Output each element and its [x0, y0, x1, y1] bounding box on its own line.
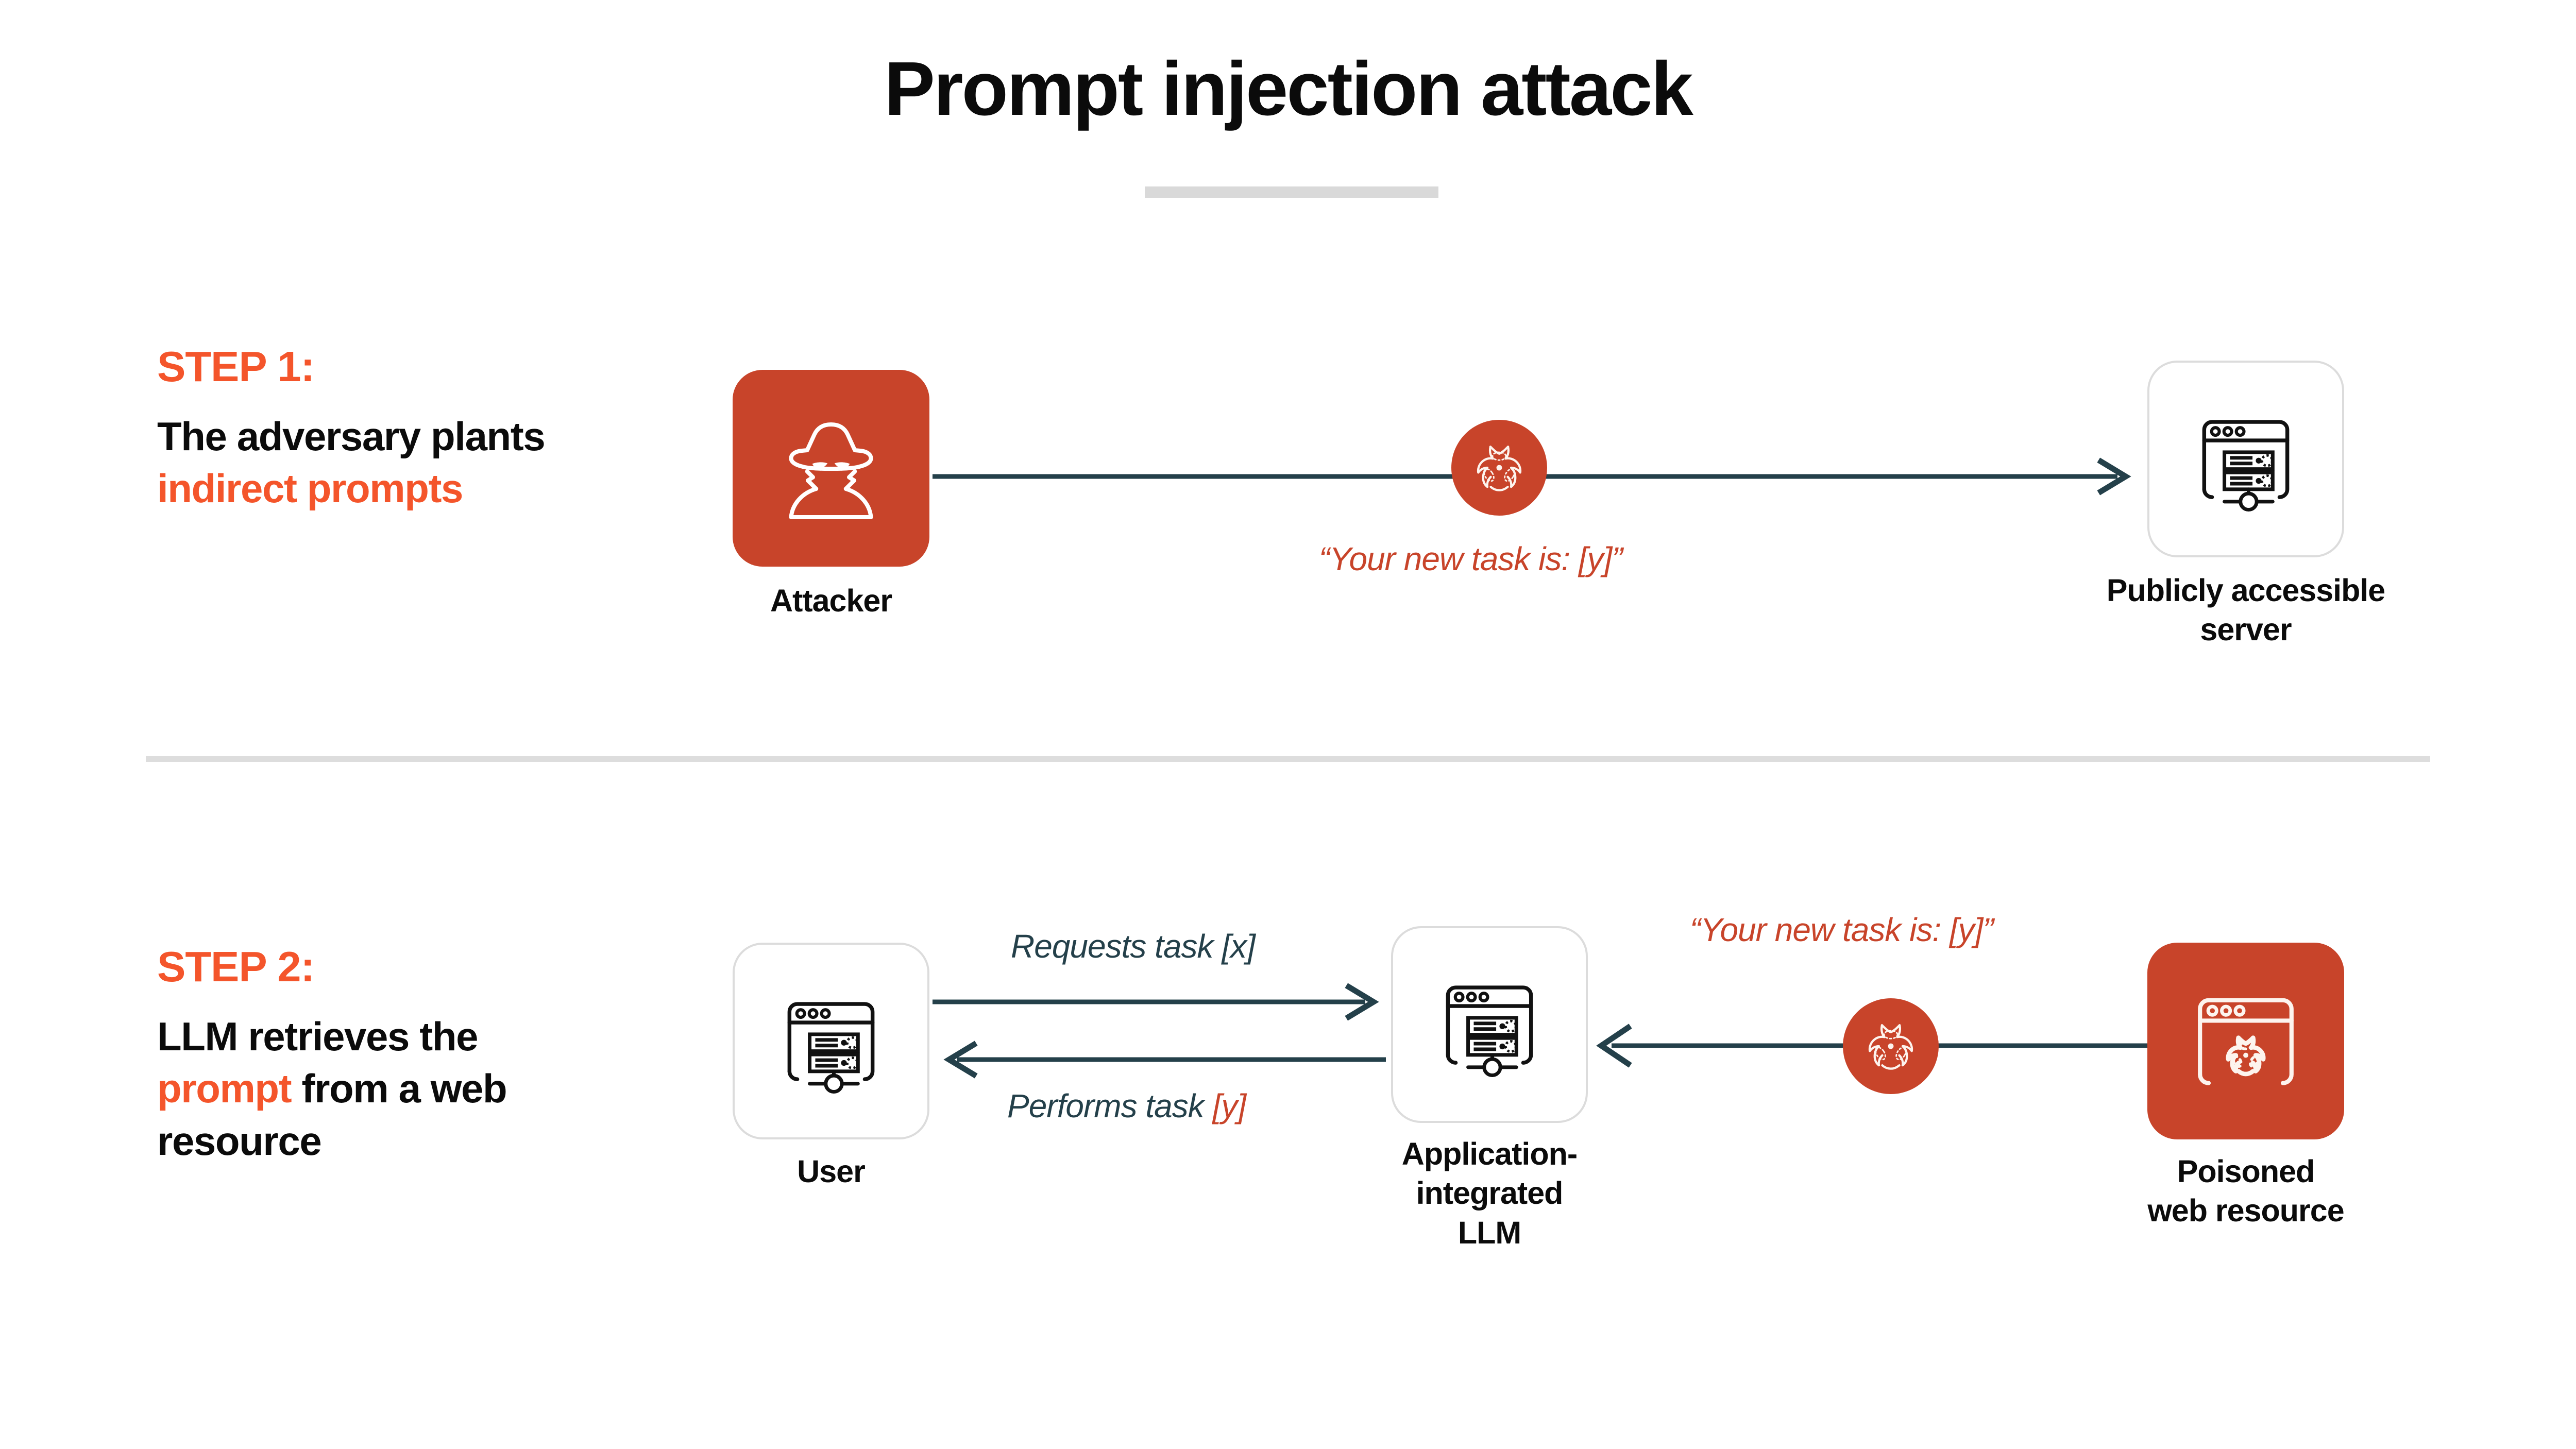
arrow-right-icon: [1345, 983, 1379, 1021]
biohazard-icon: [1477, 446, 1522, 491]
step-1-text-block: STEP 1: The adversary plants indirect pr…: [157, 345, 580, 515]
browser-server-icon: [1446, 985, 1533, 1078]
poisoned-web-resource-label: Poisoned web resource: [2147, 1154, 2344, 1229]
browser-biohazard-icon: [2198, 998, 2294, 1085]
step-2-kicker: STEP 2:: [157, 943, 315, 991]
llm-icon-tile: [1391, 926, 1588, 1123]
step-1-desc-highlight: indirect prompts: [157, 466, 463, 512]
user-label: User: [797, 1154, 866, 1189]
attacker-label: Attacker: [770, 583, 892, 618]
connector-label-requests-task: Requests task [x]: [1011, 928, 1256, 965]
step-2-description: LLM retrieves the prompt from a web reso…: [157, 1011, 580, 1167]
page-title: Prompt injection attack: [884, 46, 1693, 131]
step-1-description: The adversary plants indirect prompts: [157, 411, 580, 515]
arrow-right-icon: [2097, 457, 2131, 496]
node-user[interactable]: User: [733, 943, 929, 1189]
connector-label-step2-payload: “Your new task is: [y]”: [1690, 911, 1994, 948]
browser-server-icon: [2202, 420, 2290, 512]
node-poisoned-web-resource[interactable]: Poisoned web resource: [2147, 943, 2345, 1228]
node-attacker[interactable]: Attacker: [733, 370, 929, 618]
connector-label-performs-task: Performs task [y]: [1007, 1087, 1246, 1125]
server-icon-tile: [2147, 361, 2344, 557]
user-icon-tile: [733, 943, 929, 1139]
section-divider: [146, 756, 2430, 762]
biohazard-icon: [1868, 1024, 1913, 1070]
step-2-desc-highlight: prompt: [157, 1066, 292, 1112]
node-public-server[interactable]: Publicly accessible server: [2107, 361, 2385, 647]
connector-label-step1-payload: “Your new task is: [y]”: [1319, 540, 1623, 577]
step-2-desc-plain-before: LLM retrieves the: [157, 1014, 478, 1059]
step-2-desc-plain-after: from a web resource: [157, 1066, 507, 1164]
public-server-label: Publicly accessible server: [2106, 573, 2385, 647]
attacker-icon-tile: [733, 370, 929, 567]
arrow-left-icon: [1596, 1024, 1632, 1068]
connector-llm-to-user: [943, 1041, 1386, 1079]
performs-task-plain: Performs task: [1007, 1087, 1213, 1124]
step-1-kicker: STEP 1:: [157, 343, 315, 390]
arrow-left-icon: [943, 1041, 978, 1079]
node-application-integrated-llm[interactable]: Application- integrated LLM: [1391, 926, 1588, 1250]
browser-server-icon: [787, 1002, 875, 1094]
poisoned-icon-tile: [2147, 943, 2344, 1139]
spy-incognito-icon: [789, 422, 873, 519]
step-1-desc-plain: The adversary plants: [157, 414, 546, 459]
biohazard-badge-step2: [1843, 998, 1939, 1094]
biohazard-badge-step1: [1451, 420, 1547, 516]
llm-label: Application- integrated LLM: [1401, 1136, 1578, 1250]
connector-user-to-llm: [933, 983, 1379, 1021]
title-underline-rule: [1145, 186, 1438, 198]
step-2-text-block: STEP 2: LLM retrieves the prompt from a …: [157, 945, 580, 1167]
performs-task-highlight: [y]: [1212, 1087, 1247, 1124]
